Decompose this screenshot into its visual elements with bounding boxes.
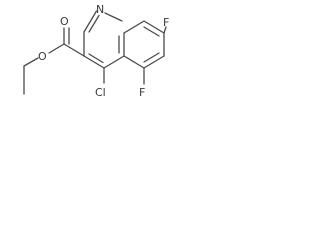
chemical-structure: N F F Cl O O [23,3,169,99]
bond-c8-c7 [143,20,165,34]
nitrogen-atom-label: N [96,3,104,16]
bond-c5-c4a [123,55,145,69]
bond-oether-ch2 [23,57,39,67]
bond-c2-n1-inner [88,14,100,33]
bond-ccarbonyl-oether [48,43,65,54]
bond-n1-c8a [104,12,123,22]
carbonyl-oxygen-atom-label: O [60,15,69,28]
fluorine-atom-label-bottom: F [139,86,145,99]
fluorine-atom-label-top: F [163,16,169,29]
bond-c6-c5-inner [143,52,160,63]
bond-c8-c7-inner [143,26,160,37]
bond-c7-f [163,26,167,34]
bond-c4-c4a [103,55,125,69]
bond-c3-c4 [83,55,105,69]
bond-c3-ccarbonyl [63,43,85,57]
bond-c6-c5 [143,55,165,69]
bond-c3-c4-inner [88,53,104,64]
bond-c2-n1 [83,10,98,33]
bond-c8a-c8 [123,20,145,34]
chlorine-atom-label: Cl [95,86,106,99]
ether-oxygen-atom-label: O [38,50,47,63]
